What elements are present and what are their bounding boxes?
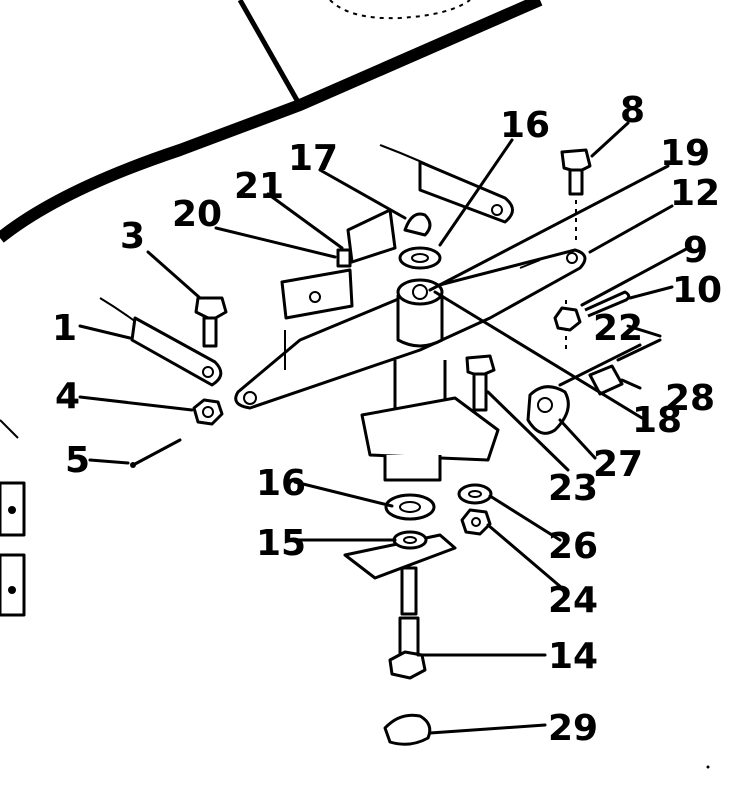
callout-26: 26 [548, 526, 598, 567]
callout-19: 19 [660, 133, 710, 174]
callout-10: 10 [672, 270, 722, 311]
frame-body [0, 0, 543, 243]
part-10-cotter [584, 290, 631, 318]
callout-20: 20 [172, 194, 222, 235]
callout-28: 28 [665, 378, 715, 419]
callout-24: 24 [548, 580, 598, 621]
part-16-washer-top [398, 246, 442, 270]
callout-21: 21 [234, 166, 284, 207]
part-26-washer [457, 483, 493, 505]
callout-23: 23 [548, 468, 598, 509]
part-24-nut [460, 508, 492, 536]
callout-14: 14 [548, 636, 598, 677]
callout-1: 1 [52, 308, 77, 349]
part-16-washer-bottom [384, 493, 436, 521]
part-15-washer [343, 530, 457, 580]
callout-3: 3 [120, 216, 145, 257]
side-brackets [0, 419, 26, 617]
part-8-bolt [560, 148, 592, 350]
pivot-spindle [360, 278, 500, 482]
part-22-rod [526, 338, 662, 435]
callout-17: 17 [288, 138, 338, 179]
part-4-nut [192, 398, 224, 426]
part-5-pin [130, 438, 182, 468]
part-9-nut [553, 306, 582, 332]
upper-rear-link [379, 144, 514, 224]
part-1-link [99, 297, 223, 387]
callout-22: 22 [593, 308, 643, 349]
part-17-clip [403, 212, 432, 237]
leader-lines [78, 121, 692, 735]
callout-27: 27 [593, 444, 643, 485]
callout-9: 9 [683, 230, 708, 271]
callout-16-bottom: 16 [256, 463, 306, 504]
callout-5: 5 [65, 440, 90, 481]
mounting-plate [280, 208, 397, 320]
callout-numbers: 1 3 4 5 8 9 10 12 14 15 16 16 17 18 19 2… [52, 90, 722, 749]
callout-4: 4 [55, 376, 80, 417]
part-29-cap [383, 713, 432, 746]
callout-18: 18 [632, 400, 682, 441]
part-23-bolt [465, 354, 496, 412]
callout-29: 29 [548, 708, 598, 749]
callout-8: 8 [620, 90, 645, 131]
part-14-bolt [388, 566, 427, 680]
speck [706, 765, 710, 769]
callout-12: 12 [670, 173, 720, 214]
callout-16-top: 16 [500, 105, 550, 146]
callout-15: 15 [256, 523, 306, 564]
part-3-bolt [194, 296, 228, 348]
